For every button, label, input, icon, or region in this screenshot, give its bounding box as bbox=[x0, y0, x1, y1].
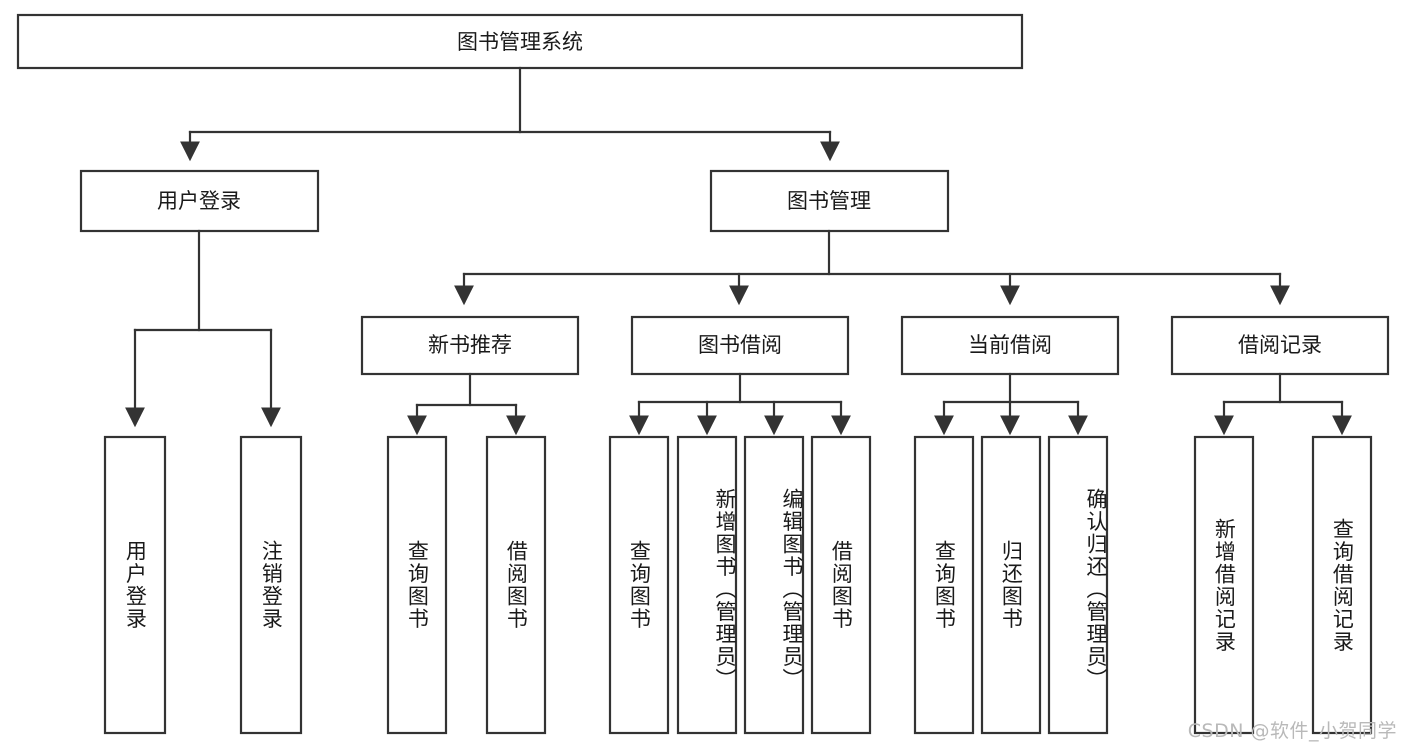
node-user-login[interactable]: 用户登录 bbox=[79, 169, 320, 233]
leaf-box-book-borrow-3[interactable] bbox=[810, 435, 872, 735]
leaf-box-current-borrow-0[interactable] bbox=[913, 435, 975, 735]
node-current-borrow-box bbox=[900, 315, 1120, 376]
csdn-watermark: CSDN @软件_小贺同学 bbox=[1187, 720, 1397, 742]
leaf-box-user-login-1[interactable] bbox=[239, 435, 303, 735]
node-root[interactable]: 图书管理系统 bbox=[16, 13, 1024, 70]
leaf-box-book-borrow-2[interactable] bbox=[743, 435, 805, 735]
leaf-box-borrow-record-1[interactable] bbox=[1311, 435, 1373, 735]
connector-book-borrow-to-leaves bbox=[629, 372, 851, 436]
leaf-box-borrow-record-0[interactable] bbox=[1193, 435, 1255, 735]
connector-root-to-level1 bbox=[180, 66, 840, 162]
leaf-box-user-login-0[interactable] bbox=[103, 435, 167, 735]
leaf-box-book-borrow-1[interactable] bbox=[676, 435, 738, 735]
node-borrow-record[interactable]: 借阅记录 bbox=[1170, 315, 1390, 376]
leaf-box-new-book-recommend-0[interactable] bbox=[386, 435, 448, 735]
connector-user-login-to-leaves bbox=[125, 229, 281, 428]
node-new-book-recommend[interactable]: 新书推荐 bbox=[360, 315, 580, 376]
node-new-book-recommend-box bbox=[360, 315, 580, 376]
node-root-label: 图书管理系统 bbox=[457, 30, 583, 54]
leaf-box-new-book-recommend-1[interactable] bbox=[485, 435, 547, 735]
node-user-login-box bbox=[79, 169, 320, 233]
node-borrow-record-label: 借阅记录 bbox=[1238, 333, 1322, 357]
node-root-box bbox=[16, 13, 1024, 70]
node-current-borrow-label: 当前借阅 bbox=[968, 333, 1052, 357]
connector-current-borrow-to-leaves bbox=[934, 372, 1088, 436]
connector-book-management-to-level2 bbox=[454, 229, 1290, 306]
node-book-borrow[interactable]: 图书借阅 bbox=[630, 315, 850, 376]
node-book-management[interactable]: 图书管理 bbox=[709, 169, 950, 233]
leaf-box-current-borrow-2[interactable] bbox=[1047, 435, 1109, 735]
connector-borrow-record-to-leaves bbox=[1214, 372, 1352, 436]
node-book-borrow-label: 图书借阅 bbox=[698, 333, 782, 357]
node-new-book-recommend-label: 新书推荐 bbox=[428, 333, 512, 357]
leaf-box-current-borrow-1[interactable] bbox=[980, 435, 1042, 735]
node-book-management-label: 图书管理 bbox=[787, 189, 871, 213]
node-user-login-label: 用户登录 bbox=[157, 189, 241, 213]
node-current-borrow[interactable]: 当前借阅 bbox=[900, 315, 1120, 376]
connector-new-book-recommend-to-leaves bbox=[407, 372, 526, 436]
leaf-box-book-borrow-0[interactable] bbox=[608, 435, 670, 735]
